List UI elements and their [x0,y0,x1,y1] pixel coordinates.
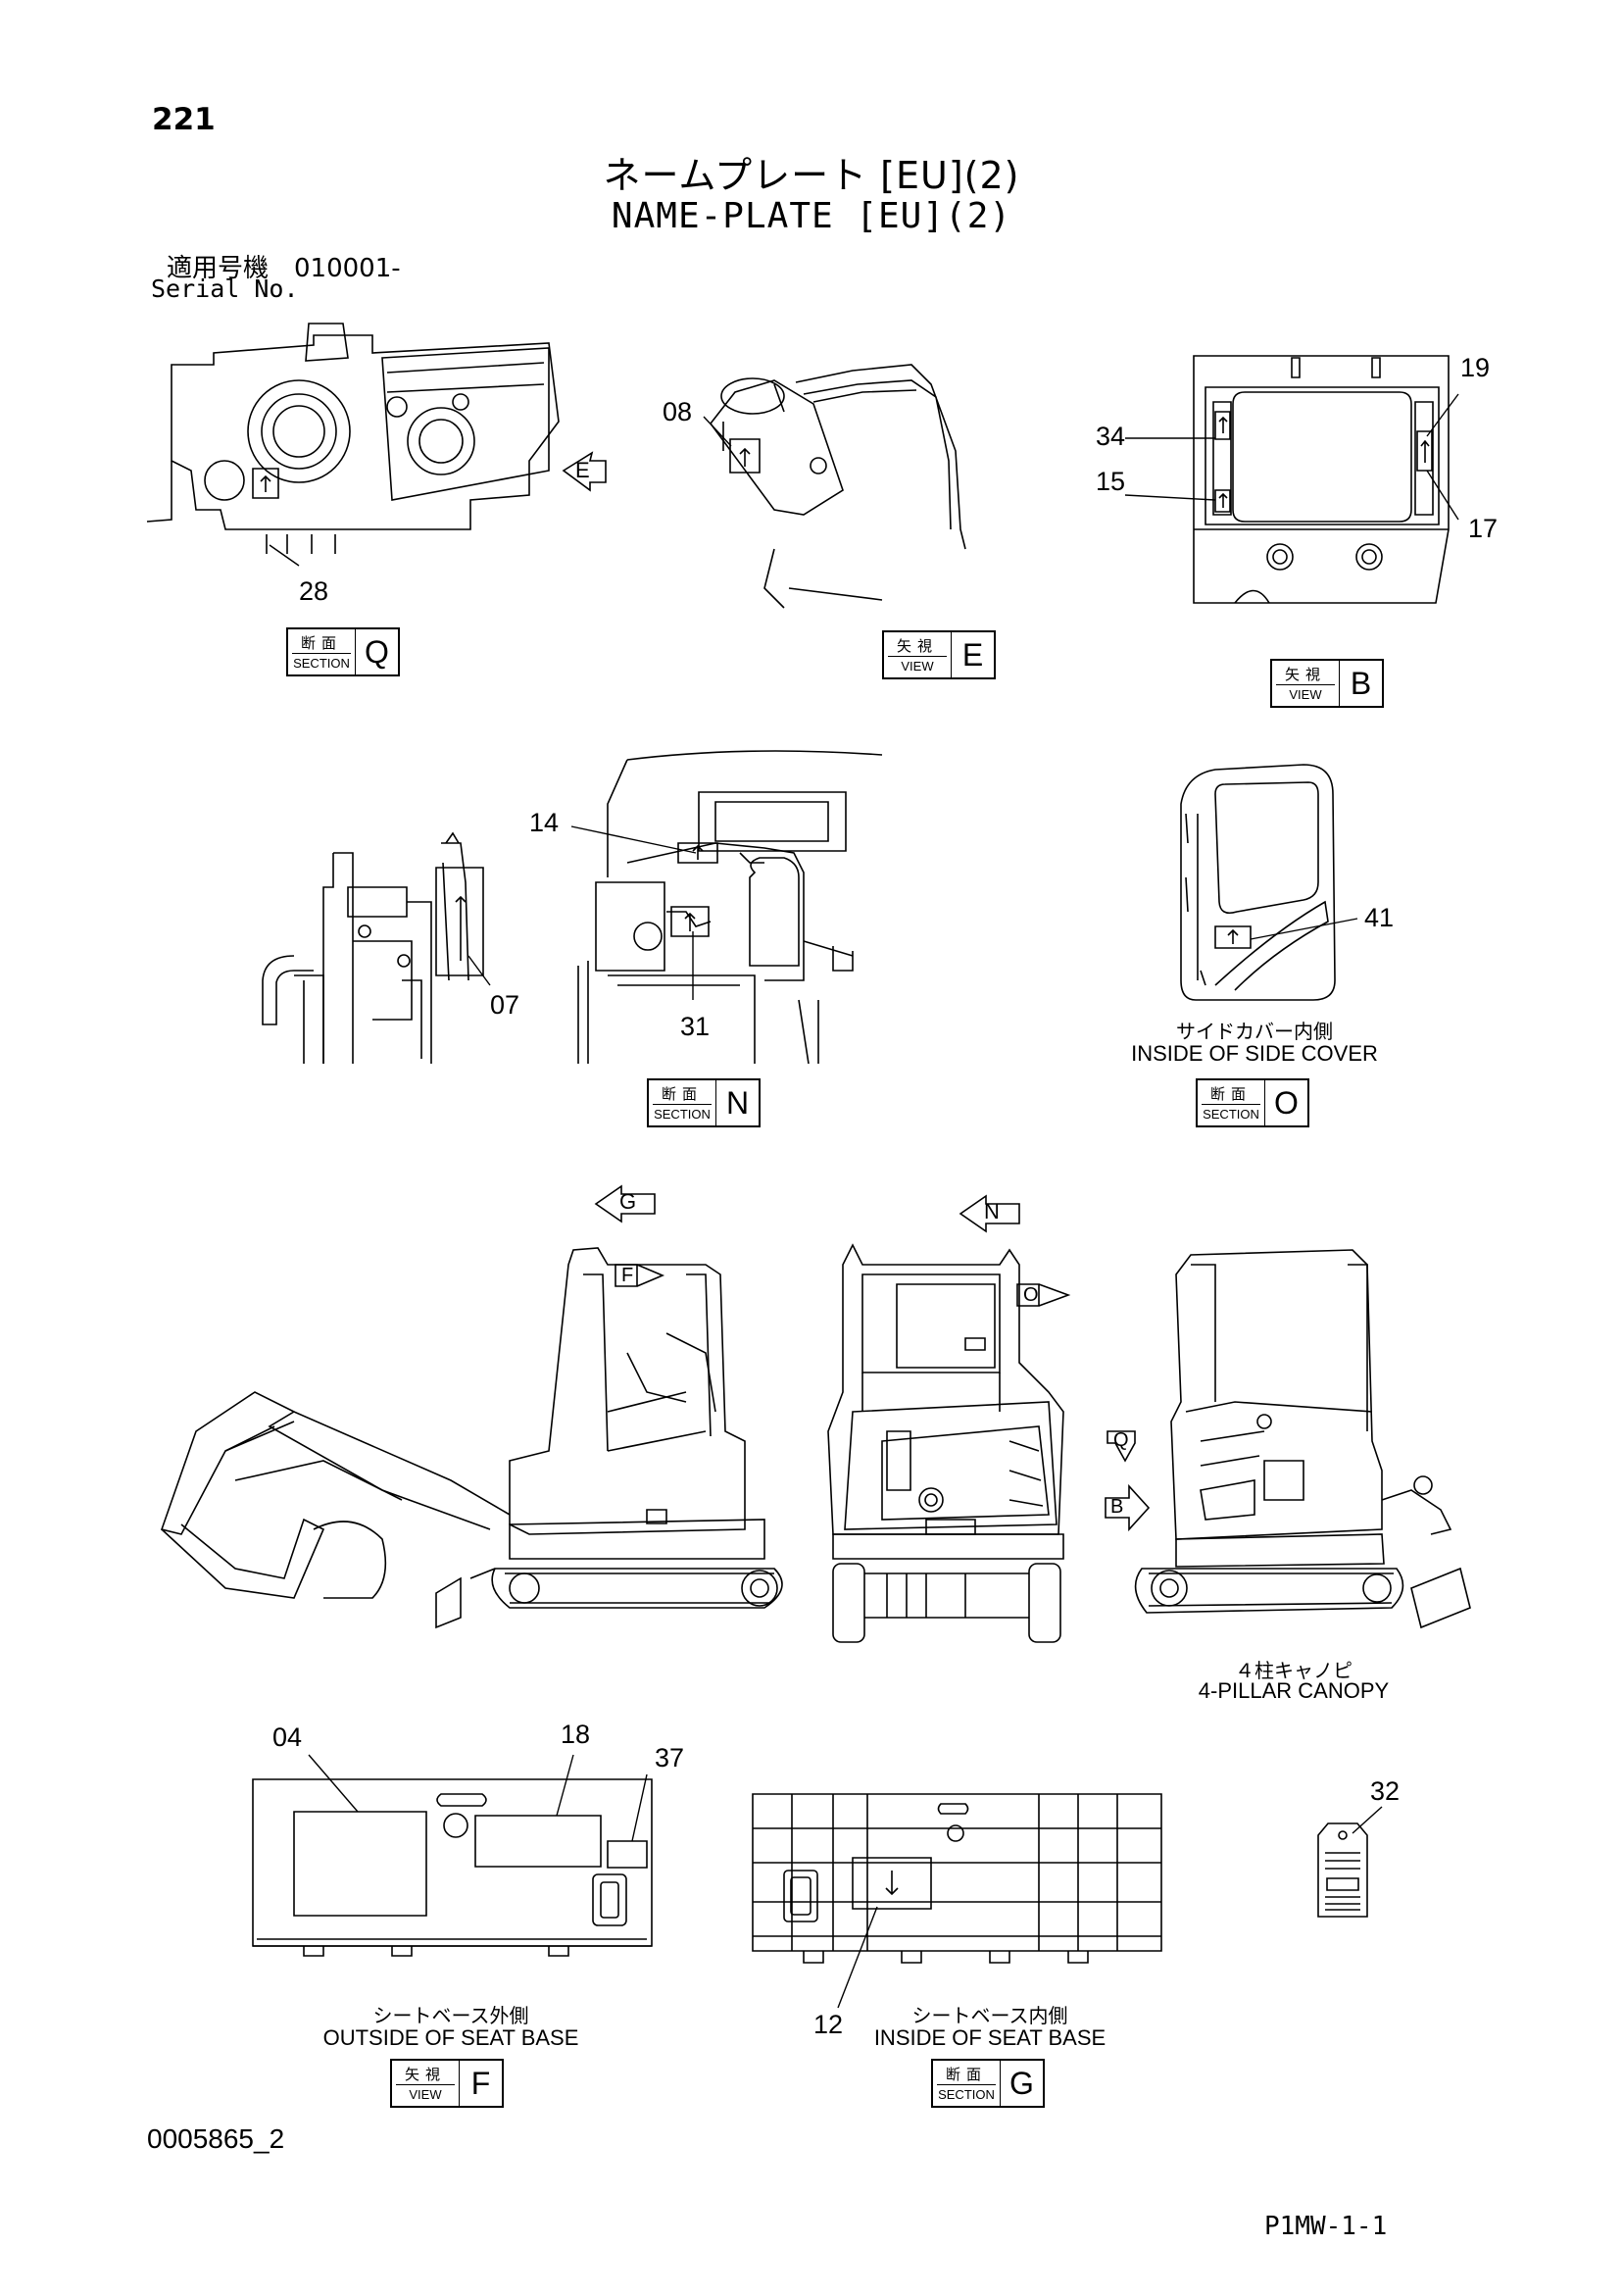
section-q-drawing [147,324,559,554]
arrow-q-letter: Q [1113,1429,1129,1451]
tag-32-drawing [1318,1823,1367,1917]
arrow-n [960,1196,1019,1231]
serial-label-en: Serial No. [151,275,299,303]
callout-34: 34 [1096,422,1126,451]
drawing-id: 0005865_2 [147,2123,285,2154]
excavator-rear-drawing [828,1245,1063,1642]
arrow-o-letter: O [1023,1284,1039,1306]
excavator-left-drawing [162,1248,782,1627]
arrow-g [596,1186,655,1222]
page-code: P1MW-1-1 [1264,2212,1388,2241]
callout-17: 17 [1468,514,1499,543]
caption-seat-inside-jp: シートベース内側 [911,2006,1068,2027]
callout-14: 14 [529,808,560,837]
caption-side-cover-jp: サイドカバー内側 [1176,1022,1333,1043]
section-n-drawing [263,751,882,1064]
callout-19: 19 [1460,353,1491,382]
callout-31: 31 [680,1012,711,1041]
caption-seat-outside-en: OUTSIDE OF SEAT BASE [322,2025,579,2050]
caption-side-cover-en: INSIDE OF SIDE COVER [1131,1041,1378,1066]
callout-08: 08 [663,397,693,426]
page-title-en: NAME-PLATE [EU](2) [611,196,1012,236]
section-o-drawing [1181,765,1335,1000]
page-number: 221 [152,102,216,137]
callout-04: 04 [272,1722,303,1752]
arrow-e [564,453,606,490]
arrow-g-letter: G [619,1189,637,1214]
caption-canopy-jp: ４柱キャノピ [1235,1661,1352,1682]
arrow-n-letter: N [984,1199,1000,1223]
caption-seat-outside-jp: シートベース外側 [372,2006,529,2027]
caption-canopy-en: 4-PILLAR CANOPY [1198,1678,1390,1703]
arrow-f-letter: F [621,1265,634,1286]
callout-15: 15 [1096,467,1126,496]
excavator-right-drawing [1136,1250,1470,1627]
serial-label-jp: 適用号機 010001- [167,254,401,283]
section-g-drawing [753,1794,1161,1963]
view-f-drawing [253,1779,652,1956]
callout-41: 41 [1364,903,1395,932]
callout-18: 18 [561,1720,591,1749]
callout-37: 37 [655,1743,685,1772]
callout-28: 28 [299,576,329,606]
callout-07: 07 [490,990,520,1020]
callout-12: 12 [813,2010,844,2039]
caption-seat-inside-en: INSIDE OF SEAT BASE [873,2025,1107,2050]
arrow-e-letter: E [575,458,590,482]
page-title-jp: ネームプレート [EU](2) [603,154,1020,197]
view-e-drawing [711,365,965,608]
callout-32: 32 [1370,1776,1401,1806]
view-b-drawing [1194,356,1449,603]
arrow-b-letter: B [1110,1496,1124,1518]
